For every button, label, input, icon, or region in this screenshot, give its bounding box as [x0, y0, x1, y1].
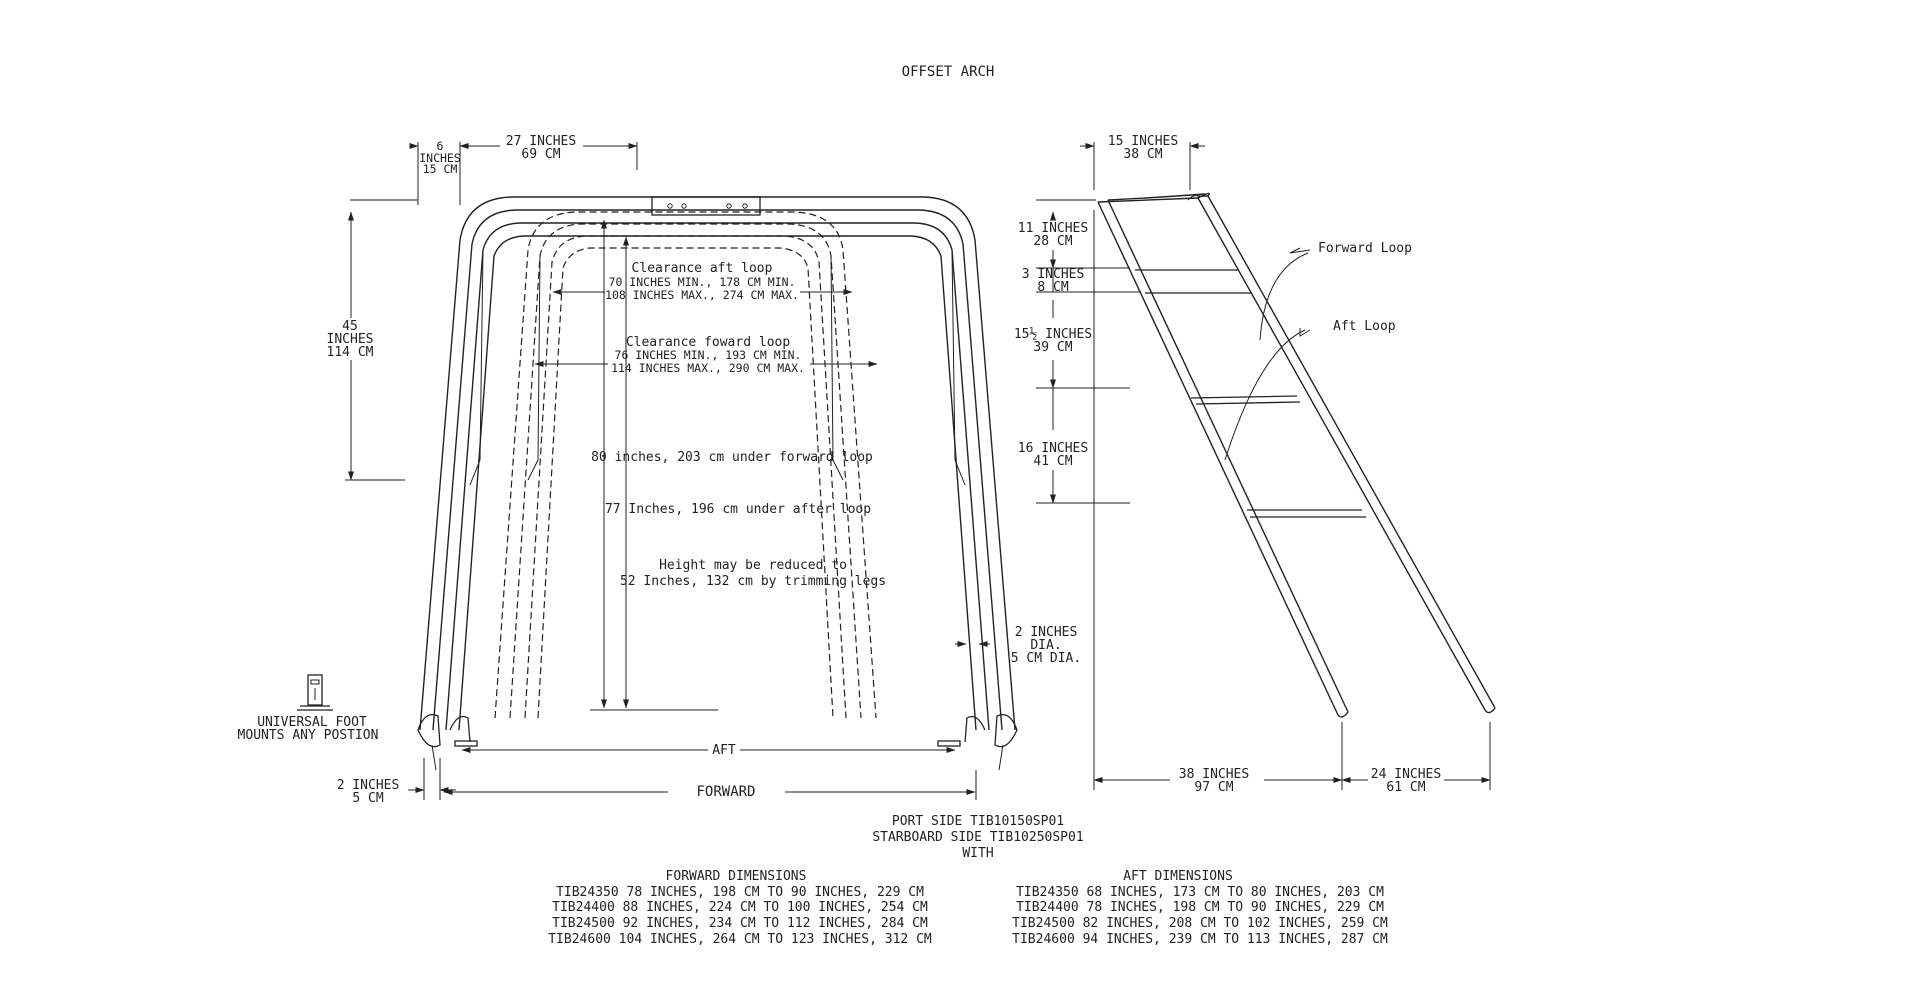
- forward-dim-row: TIB24350 78 INCHES, 198 CM TO 90 INCHES,…: [556, 885, 924, 900]
- aft-dim-row: TIB24400 78 INCHES, 198 CM TO 90 INCHES,…: [1016, 900, 1384, 915]
- height-note-line2: 52 Inches, 132 cm by trimming legs: [620, 574, 886, 589]
- loop-leaders: [1224, 247, 1311, 461]
- leg-feet: [417, 713, 1018, 771]
- clearance-forward-line1: Clearance foward loop: [626, 335, 791, 350]
- aft-loop-label: Aft Loop: [1333, 319, 1396, 334]
- aft-dim-row: TIB24600 94 INCHES, 239 CM TO 113 INCHES…: [1012, 932, 1388, 947]
- side-dim-1-line2: 28 CM: [1033, 234, 1072, 249]
- starboard-side-part: STARBOARD SIDE TIB10250SP01: [872, 830, 1083, 845]
- dim-foot: 2 INCHES 5 CM: [337, 758, 456, 806]
- side-dim-top-line1: 15 INCHES: [1108, 134, 1178, 149]
- aft-dim-row: TIB24350 68 INCHES, 173 CM TO 80 INCHES,…: [1016, 885, 1384, 900]
- clearance-aft-line2: 70 INCHES MIN., 178 CM MIN.: [609, 275, 796, 289]
- side-dim-3-line2: 39 CM: [1033, 340, 1072, 355]
- side-view: Forward Loop Aft Loop 15 INCHES 38 CM 1: [1014, 134, 1496, 795]
- side-dim-2-line1: 3 INCHES: [1022, 267, 1085, 282]
- under-after-loop: 77 Inches, 196 cm under after loop: [605, 502, 871, 517]
- with-label: WITH: [962, 846, 993, 861]
- clearance-aft-line1: Clearance aft loop: [632, 261, 773, 276]
- forward-dimensions-table: FORWARD DIMENSIONS TIB24350 78 INCHES, 1…: [548, 869, 932, 947]
- dim-dia: 2 INCHES DIA. 5 CM DIA.: [955, 625, 1081, 666]
- side-base-right-line1: 24 INCHES: [1371, 767, 1441, 782]
- aft-dimensions-heading: AFT DIMENSIONS: [1123, 869, 1233, 884]
- dim-foot-line1: 2 INCHES: [337, 778, 400, 793]
- side-base-left-line1: 38 INCHES: [1179, 767, 1249, 782]
- clearance-forward: Clearance foward loop 76 INCHES MIN., 19…: [534, 335, 878, 375]
- side-dim-3-line1: 15½ INCHES: [1014, 327, 1092, 342]
- dim-height-line2: INCHES: [327, 332, 374, 347]
- side-base-left-line2: 97 CM: [1194, 780, 1233, 795]
- front-view: 6 INCHES 15 CM 27 INCHES 69 CM 45 INCHES…: [238, 134, 1082, 806]
- forward-dim-row: TIB24400 88 INCHES, 224 CM TO 100 INCHES…: [552, 900, 928, 915]
- side-dim-top: 15 INCHES 38 CM: [1080, 134, 1205, 190]
- aft-dim-row: TIB24500 82 INCHES, 208 CM TO 102 INCHES…: [1012, 916, 1388, 931]
- aft-loop-dashed: [494, 211, 877, 719]
- vertical-clearance: [590, 219, 718, 711]
- dim-top-small-line1: 6: [437, 139, 444, 153]
- dim-height-line1: 45: [342, 319, 358, 334]
- under-forward-loop: 80 inches, 203 cm under forward loop: [591, 450, 873, 465]
- clearance-forward-line2: 76 INCHES MIN., 193 CM MIN.: [615, 348, 802, 362]
- forward-dim-row: TIB24500 92 INCHES, 234 CM TO 112 INCHES…: [552, 916, 928, 931]
- height-note-line1: Height may be reduced to: [659, 558, 847, 573]
- dim-foot-line2: 5 CM: [352, 791, 383, 806]
- universal-foot-line2: MOUNTS ANY POSTION: [238, 728, 379, 743]
- dim-dia-line1: 2 INCHES: [1015, 625, 1078, 640]
- dim-dia-line2: DIA.: [1030, 638, 1061, 653]
- side-dim-1-line1: 11 INCHES: [1018, 221, 1088, 236]
- side-crossbars: [1135, 269, 1366, 518]
- universal-foot-icon: [297, 674, 333, 711]
- center-plate: [651, 196, 761, 216]
- drawing-title: OFFSET ARCH: [902, 64, 995, 80]
- side-base-dims: 38 INCHES 97 CM 24 INCHES 61 CM: [1093, 210, 1491, 795]
- dim-top-small: 6 INCHES 15 CM: [409, 139, 470, 205]
- dim-height: 45 INCHES 114 CM: [327, 199, 418, 481]
- side-dim-4-line2: 41 CM: [1033, 454, 1072, 469]
- dim-top-small-line2: INCHES: [419, 151, 461, 165]
- forward-dim-row: TIB24600 104 INCHES, 264 CM TO 123 INCHE…: [548, 932, 932, 947]
- clearance-forward-line3: 114 INCHES MAX., 290 CM MAX.: [611, 361, 805, 375]
- dim-top-width-line2: 69 CM: [521, 147, 560, 162]
- clearance-aft: Clearance aft loop 70 INCHES MIN., 178 C…: [552, 261, 853, 302]
- forward-loop-label: Forward Loop: [1318, 241, 1412, 256]
- side-dim-2-line2: 8 CM: [1037, 280, 1068, 295]
- clearance-aft-line3: 108 INCHES MAX., 274 CM MAX.: [605, 288, 799, 302]
- port-side-part: PORT SIDE TIB10150SP01: [892, 814, 1064, 829]
- side-vertical-dims: 11 INCHES 28 CM 3 INCHES 8 CM 15½ INCHES…: [1014, 199, 1140, 504]
- side-base-right-line2: 61 CM: [1386, 780, 1425, 795]
- dim-aft: AFT: [461, 743, 956, 758]
- dim-top-width: 27 INCHES 69 CM: [460, 134, 638, 170]
- universal-foot-line1: UNIVERSAL FOOT: [257, 715, 367, 730]
- dim-dia-line3: 5 CM DIA.: [1011, 651, 1081, 666]
- forward-dimensions-heading: FORWARD DIMENSIONS: [666, 869, 807, 884]
- side-dim-4-line1: 16 INCHES: [1018, 441, 1088, 456]
- forward-loop: [419, 196, 1016, 731]
- side-arch-tubes: [1097, 192, 1496, 718]
- dim-forward: FORWARD: [443, 770, 977, 800]
- side-dim-top-line2: 38 CM: [1123, 147, 1162, 162]
- aft-label: AFT: [712, 743, 736, 758]
- forward-label: FORWARD: [696, 784, 755, 800]
- part-numbers: PORT SIDE TIB10150SP01 STARBOARD SIDE TI…: [872, 814, 1083, 861]
- dim-height-line3: 114 CM: [327, 345, 374, 360]
- dim-top-width-line1: 27 INCHES: [506, 134, 576, 149]
- dim-top-small-line3: 15 CM: [423, 162, 458, 176]
- aft-dimensions-table: AFT DIMENSIONS TIB24350 68 INCHES, 173 C…: [1012, 869, 1388, 947]
